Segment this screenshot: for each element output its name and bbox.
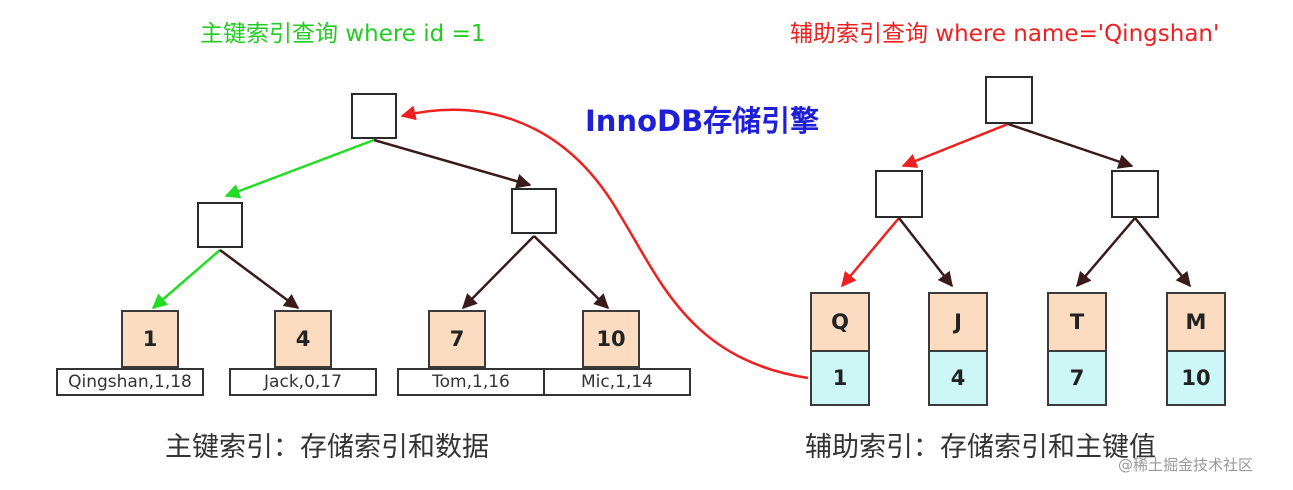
- secondary-leaf-pk: 10: [1166, 350, 1226, 406]
- edge-s-root-left: [901, 122, 1009, 168]
- secondary-right-node: [1111, 170, 1159, 218]
- primary-right-node: [511, 188, 557, 234]
- primary-query-title: 主键索引查询 where id =1: [200, 21, 486, 47]
- primary-leaf-key: 1: [121, 310, 179, 368]
- edge-s-right-t: [1076, 217, 1136, 288]
- lookup-curve: [400, 105, 809, 380]
- primary-row-data: Qingshan,1,18: [56, 368, 204, 396]
- primary-caption: 主键索引：存储索引和数据: [165, 432, 489, 463]
- engine-title: InnoDB存储引擎: [585, 104, 820, 138]
- secondary-leaf-pk: 4: [928, 350, 988, 406]
- primary-row-data: Jack,0,17: [229, 368, 377, 396]
- secondary-caption: 辅助索引：存储索引和主键值: [805, 432, 1156, 463]
- primary-row-data: Mic,1,14: [543, 368, 691, 396]
- edge-p-right-7: [461, 235, 535, 310]
- watermark: @稀土掘金技术社区: [1118, 456, 1254, 474]
- primary-leaf-key: 7: [428, 310, 486, 368]
- secondary-left-node: [875, 170, 923, 218]
- secondary-leaf-key: J: [928, 292, 988, 350]
- secondary-leaf-key: M: [1166, 292, 1226, 350]
- edge-s-left-q: [841, 217, 900, 288]
- secondary-leaf-key: T: [1047, 292, 1107, 350]
- primary-left-node: [197, 202, 243, 248]
- secondary-root-node: [985, 76, 1033, 124]
- primary-root-node: [351, 93, 397, 139]
- edge-s-root-right: [1007, 122, 1134, 169]
- secondary-leaf-pk: 7: [1047, 350, 1107, 406]
- primary-row-data: Tom,1,16: [397, 368, 545, 396]
- edge-s-right-m: [1134, 217, 1191, 288]
- edge-p-root-right: [373, 138, 532, 189]
- edge-p-right-10: [533, 235, 610, 310]
- edge-s-left-j: [898, 217, 953, 288]
- secondary-query-title: 辅助索引查询 where name='Qingshan': [790, 21, 1220, 47]
- edge-p-left-4: [219, 248, 300, 310]
- edge-p-root-left: [224, 138, 375, 199]
- secondary-leaf-pk: 1: [810, 350, 870, 406]
- secondary-leaf-key: Q: [810, 292, 870, 350]
- primary-leaf-key: 4: [274, 310, 332, 368]
- primary-leaf-key: 10: [582, 310, 640, 368]
- edge-p-left-1: [151, 249, 221, 309]
